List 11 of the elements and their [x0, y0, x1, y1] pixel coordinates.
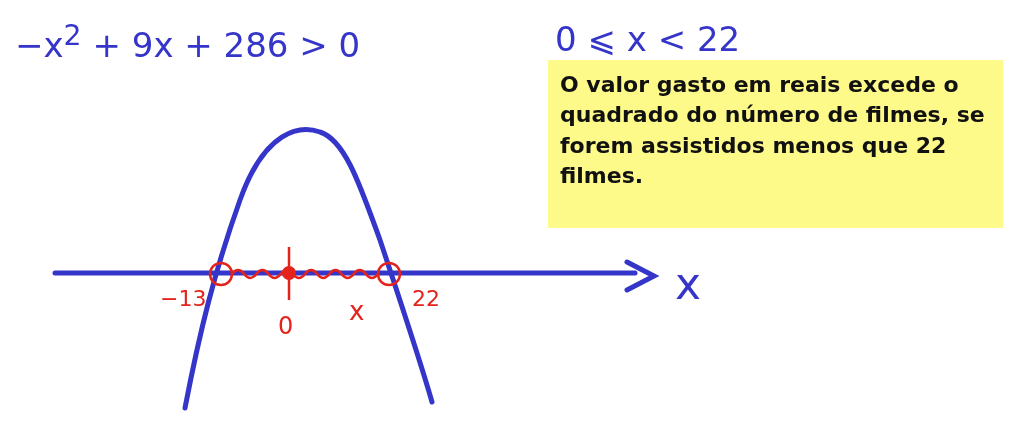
variable-label: x — [349, 298, 365, 324]
wavy-line — [231, 268, 379, 280]
tick-label: −13 — [160, 288, 207, 310]
tick-label: 0 — [278, 314, 294, 338]
inequality-text: 0 ⩽ x < 22 — [555, 22, 741, 56]
note-box: O valor gasto em reais excede o quadrado do número de filmes, se forem assistidos menos que 22 filmes. — [548, 60, 1003, 228]
formula-text: −x$^{2}$ + 9x + 286 > 0 — [15, 22, 361, 63]
tick-label: 22 — [412, 288, 440, 310]
open-circle-marker — [376, 261, 402, 287]
open-circle-marker — [208, 261, 234, 287]
axis-label: x — [675, 262, 702, 306]
